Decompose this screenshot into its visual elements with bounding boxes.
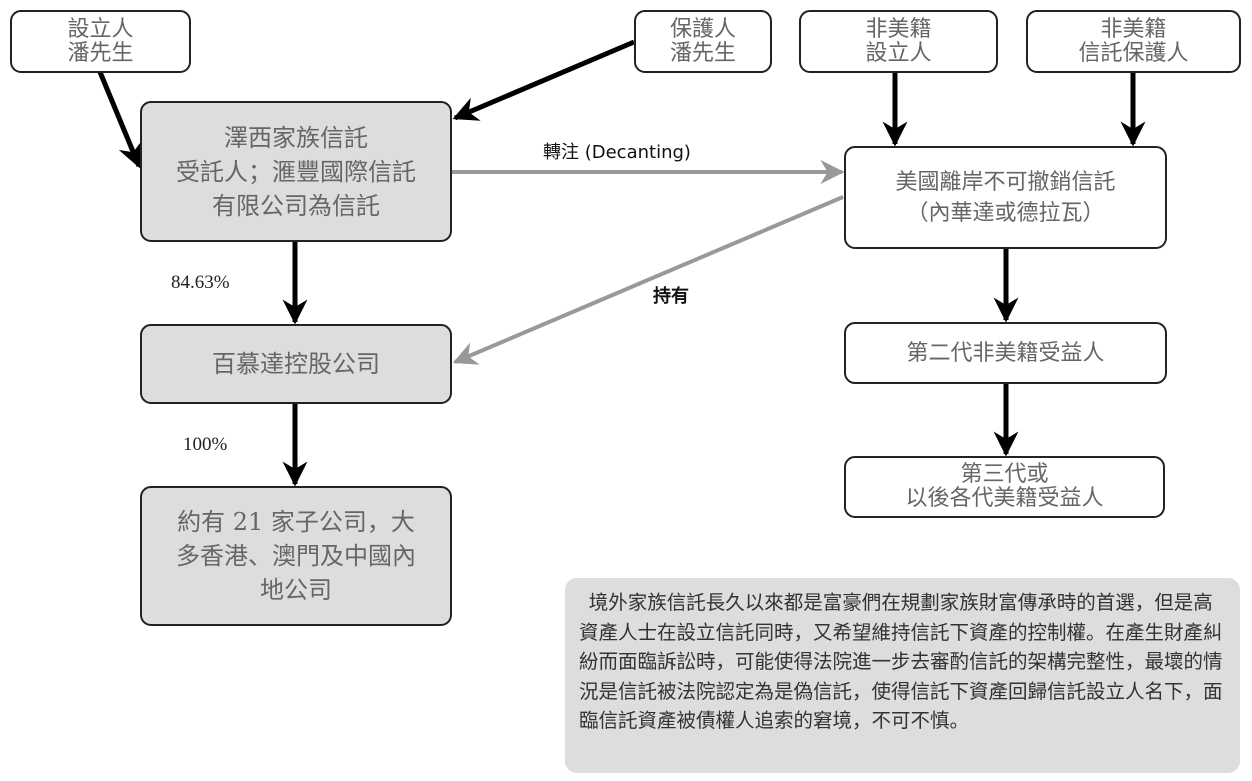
node-settlor: 設立人 潘先生 — [10, 10, 191, 73]
node-us-trust: 美國離岸不可撤銷信託 （內華達或德拉瓦） — [844, 146, 1167, 249]
node-nonus-protector: 非美籍 信託保護人 — [1026, 10, 1241, 73]
note-box: 境外家族信託長久以來都是富豪們在規劃家族財富傳承時的首選，但是高資產人士在設立信… — [565, 578, 1240, 773]
node-second-gen-label: 第二代非美籍受益人 — [906, 340, 1105, 366]
node-protector: 保護人 潘先生 — [634, 10, 772, 73]
node-nonus-settlor-label: 非美籍 設立人 — [865, 16, 932, 66]
arrow-protector-to-family-trust — [452, 39, 635, 121]
node-second-gen: 第二代非美籍受益人 — [844, 322, 1167, 384]
note-text: 境外家族信託長久以來都是富豪們在規劃家族財富傳承時的首選，但是高資產人士在設立信… — [579, 591, 1223, 732]
edge-label-decanting: 轉注 (Decanting) — [543, 142, 691, 163]
edge-label-pct-subs: 100% — [183, 434, 228, 455]
node-holding: 百慕達控股公司 — [140, 324, 452, 404]
node-third-gen: 第三代或 以後各代美籍受益人 — [844, 456, 1165, 518]
node-us-trust-label: 美國離岸不可撤銷信託 （內華達或德拉瓦） — [895, 169, 1116, 226]
node-nonus-protector-label: 非美籍 信託保護人 — [1078, 16, 1189, 66]
node-subsidiaries: 約有 21 家子公司，大 多香港、澳門及中國內 地公司 — [140, 486, 452, 626]
node-protector-label: 保護人 潘先生 — [669, 16, 736, 66]
edge-label-hold: 持有 — [653, 286, 689, 307]
node-family-trust: 澤西家族信託 受託人；滙豐國際信託 有限公司為信託 — [140, 101, 452, 242]
node-nonus-settlor: 非美籍 設立人 — [799, 10, 998, 73]
arrow-settlor-to-family-trust — [97, 71, 142, 169]
arrow-hold — [452, 195, 844, 365]
node-third-gen-label: 第三代或 以後各代美籍受益人 — [905, 462, 1104, 511]
node-subsidiaries-label: 約有 21 家子公司，大 多香港、澳門及中國內 地公司 — [176, 508, 416, 604]
node-family-trust-label: 澤西家族信託 受託人；滙豐國際信託 有限公司為信託 — [176, 123, 416, 220]
node-holding-label: 百慕達控股公司 — [212, 350, 380, 378]
edge-label-pct-holding: 84.63% — [171, 272, 230, 293]
node-settlor-label: 設立人 潘先生 — [67, 16, 134, 66]
